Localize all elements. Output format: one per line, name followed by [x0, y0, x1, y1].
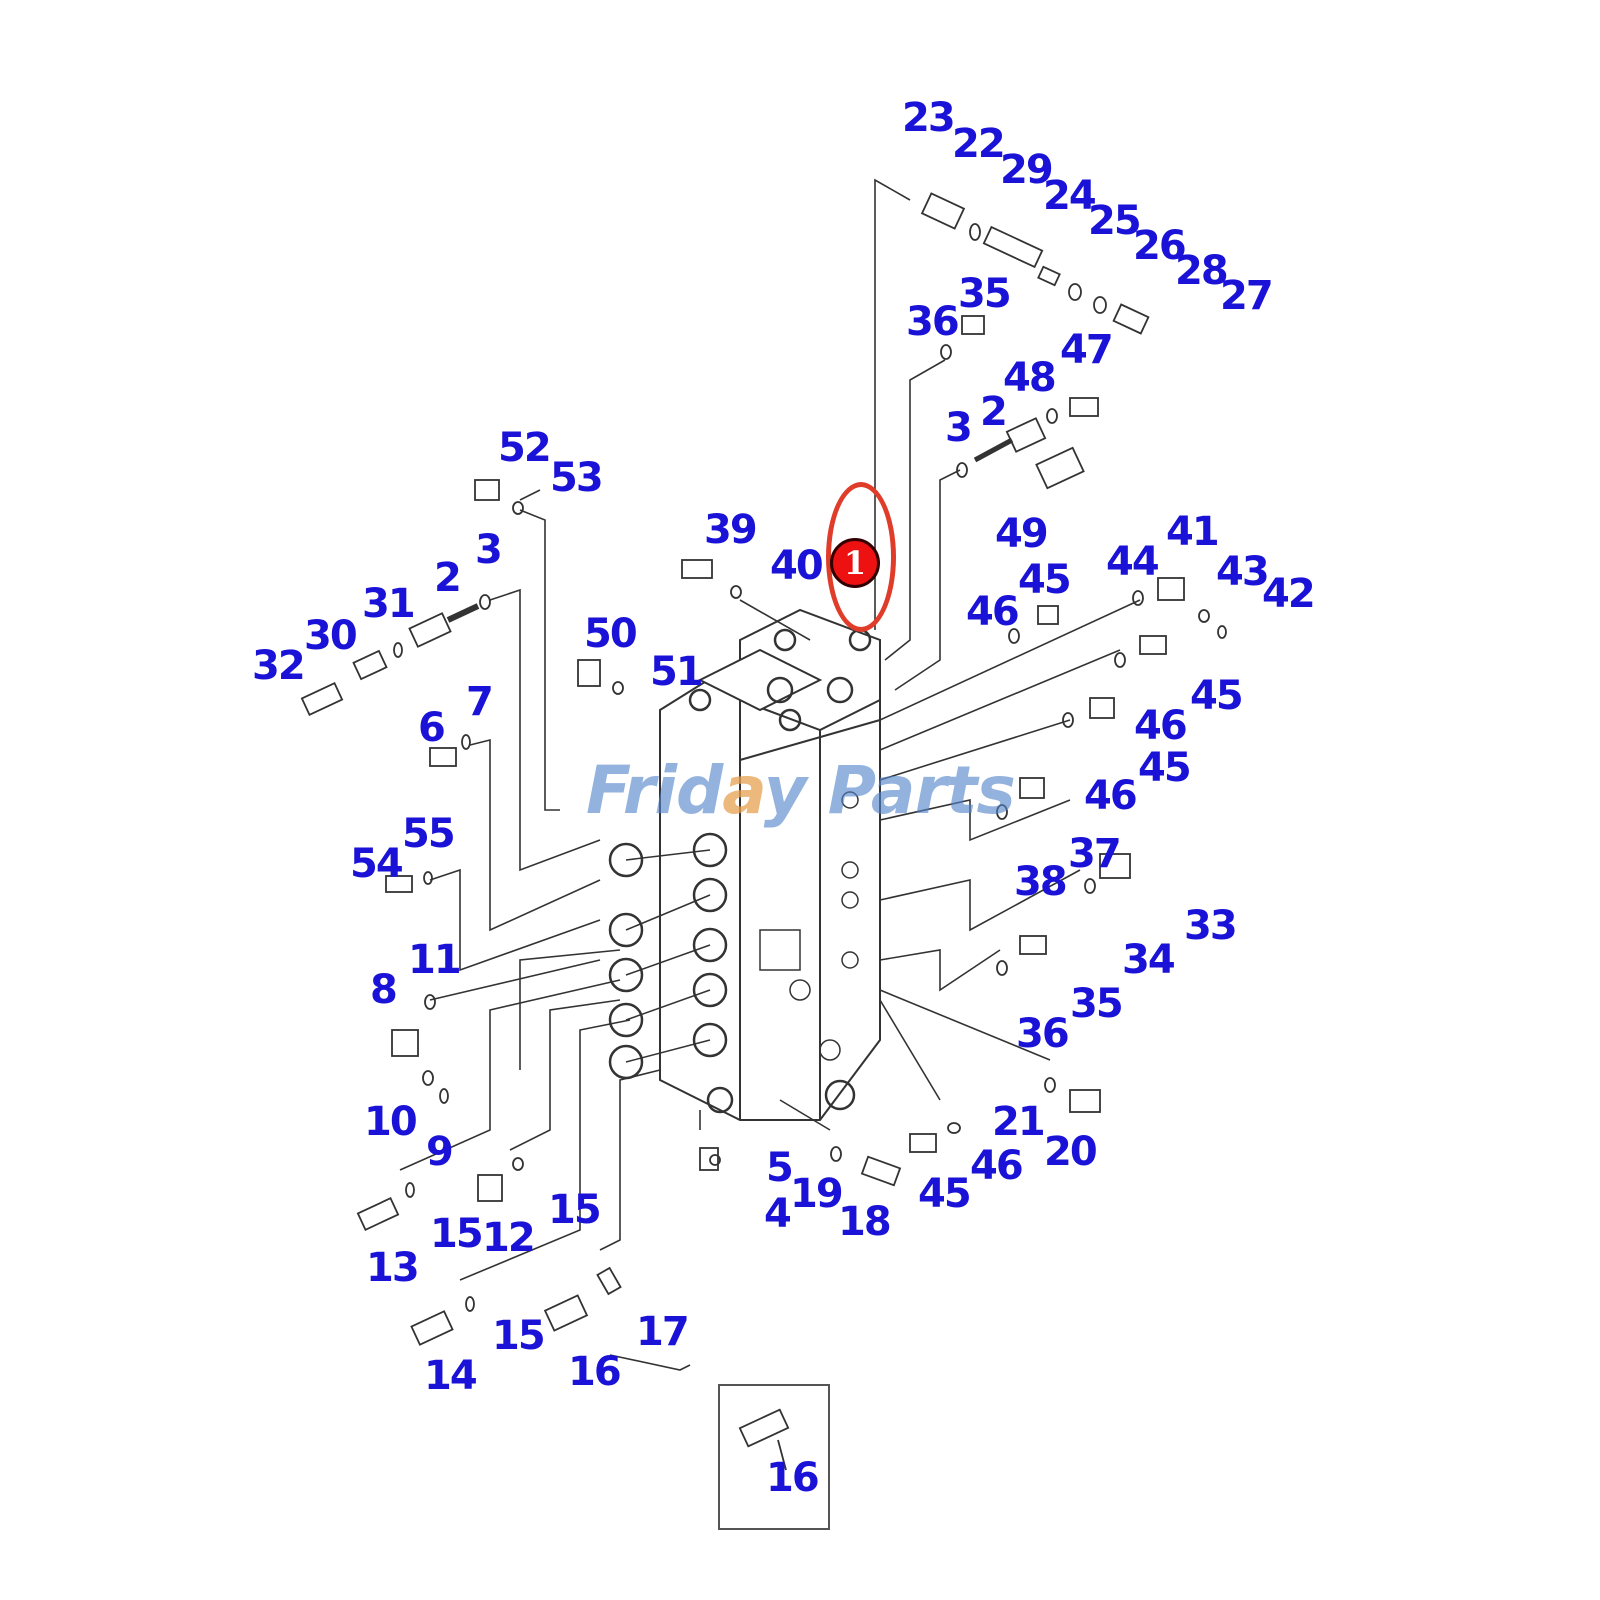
- part-number-label[interactable]: 46: [1084, 773, 1138, 819]
- part-number-label[interactable]: 45: [1138, 745, 1192, 791]
- part-number-label[interactable]: 34: [1122, 937, 1176, 983]
- watermark-text-a: Frid: [586, 752, 723, 829]
- part-number-label[interactable]: 40: [770, 543, 824, 589]
- part-number-label[interactable]: 15: [492, 1313, 546, 1359]
- highlight-ring: [826, 482, 896, 632]
- part-number-label[interactable]: 16: [766, 1455, 820, 1501]
- part-number-label[interactable]: 36: [906, 299, 960, 345]
- part-number-label[interactable]: 4: [764, 1191, 792, 1237]
- part-number-label[interactable]: 46: [970, 1143, 1024, 1189]
- part-number-label[interactable]: 16: [568, 1349, 622, 1395]
- part-number-label[interactable]: 35: [1070, 981, 1124, 1027]
- part-number-label[interactable]: 35: [958, 271, 1012, 317]
- valve-body: [608, 608, 881, 1121]
- part-number-label[interactable]: 55: [402, 811, 456, 857]
- part-number-label[interactable]: 47: [1060, 327, 1114, 373]
- part-number-label[interactable]: 45: [918, 1171, 972, 1217]
- part-number-label[interactable]: 53: [550, 455, 604, 501]
- part-number-label[interactable]: 51: [650, 649, 704, 695]
- part-number-label[interactable]: 2: [980, 389, 1008, 435]
- part-number-label[interactable]: 12: [482, 1215, 536, 1261]
- part-number-label[interactable]: 21: [992, 1099, 1046, 1145]
- part-number-label[interactable]: 7: [466, 679, 494, 725]
- leader-lines: [399, 178, 1141, 1371]
- part-number-label[interactable]: 22: [952, 121, 1006, 167]
- part-number-label[interactable]: 45: [1190, 673, 1244, 719]
- part-number-label[interactable]: 37: [1068, 831, 1122, 877]
- part-number-label[interactable]: 39: [704, 507, 758, 553]
- part-number-label[interactable]: 43: [1216, 549, 1270, 595]
- part-number-label[interactable]: 49: [995, 511, 1049, 557]
- part-number-label[interactable]: 29: [1000, 147, 1054, 193]
- part-number-label[interactable]: 2: [434, 555, 462, 601]
- part-number-label[interactable]: 3: [945, 405, 973, 451]
- part-number-label[interactable]: 46: [966, 589, 1020, 635]
- part-number-label[interactable]: 26: [1133, 223, 1187, 269]
- part-number-label[interactable]: 19: [790, 1171, 844, 1217]
- part-number-label[interactable]: 8: [370, 967, 398, 1013]
- part-number-label[interactable]: 31: [362, 581, 416, 627]
- watermark-text-b: y Parts: [763, 752, 1016, 829]
- part-number-label[interactable]: 9: [426, 1129, 454, 1175]
- part-number-label[interactable]: 46: [1134, 703, 1188, 749]
- part-number-label[interactable]: 32: [252, 643, 306, 689]
- part-number-label[interactable]: 54: [350, 841, 404, 887]
- part-number-label[interactable]: 33: [1184, 903, 1238, 949]
- part-number-label[interactable]: 13: [366, 1245, 420, 1291]
- component-glyphs: [300, 192, 1227, 1471]
- part-number-label[interactable]: 20: [1044, 1129, 1098, 1175]
- part-number-label[interactable]: 48: [1003, 355, 1057, 401]
- watermark-check-mark: a: [722, 752, 765, 829]
- part-number-label[interactable]: 42: [1262, 571, 1316, 617]
- part-number-label[interactable]: 36: [1016, 1011, 1070, 1057]
- part-number-label[interactable]: 5: [766, 1145, 794, 1191]
- part-number-label[interactable]: 10: [364, 1099, 418, 1145]
- part-number-label[interactable]: 6: [418, 705, 446, 751]
- part-number-label[interactable]: 15: [430, 1211, 484, 1257]
- inset-detail-box: [718, 1384, 830, 1530]
- part-number-label[interactable]: 11: [408, 937, 462, 983]
- highlighted-part-badge[interactable]: 1: [830, 538, 880, 588]
- part-number-label[interactable]: 25: [1088, 198, 1142, 244]
- part-number-label[interactable]: 28: [1175, 248, 1229, 294]
- part-number-label[interactable]: 27: [1220, 273, 1274, 319]
- part-number-label[interactable]: 30: [304, 613, 358, 659]
- part-number-label[interactable]: 24: [1043, 173, 1097, 219]
- part-number-label[interactable]: 52: [498, 425, 552, 471]
- part-number-label[interactable]: 41: [1166, 509, 1220, 555]
- part-number-label[interactable]: 38: [1014, 859, 1068, 905]
- part-number-label[interactable]: 14: [424, 1353, 478, 1399]
- part-number-label[interactable]: 50: [584, 611, 638, 657]
- part-number-label[interactable]: 44: [1106, 539, 1160, 585]
- part-number-label[interactable]: 17: [636, 1309, 690, 1355]
- part-number-label[interactable]: 3: [475, 527, 503, 573]
- part-number-label[interactable]: 18: [838, 1199, 892, 1245]
- part-number-label[interactable]: 23: [902, 95, 956, 141]
- part-number-label[interactable]: 15: [548, 1187, 602, 1233]
- part-number-label[interactable]: 45: [1018, 557, 1072, 603]
- watermark-logo: Friday Parts: [586, 752, 1016, 829]
